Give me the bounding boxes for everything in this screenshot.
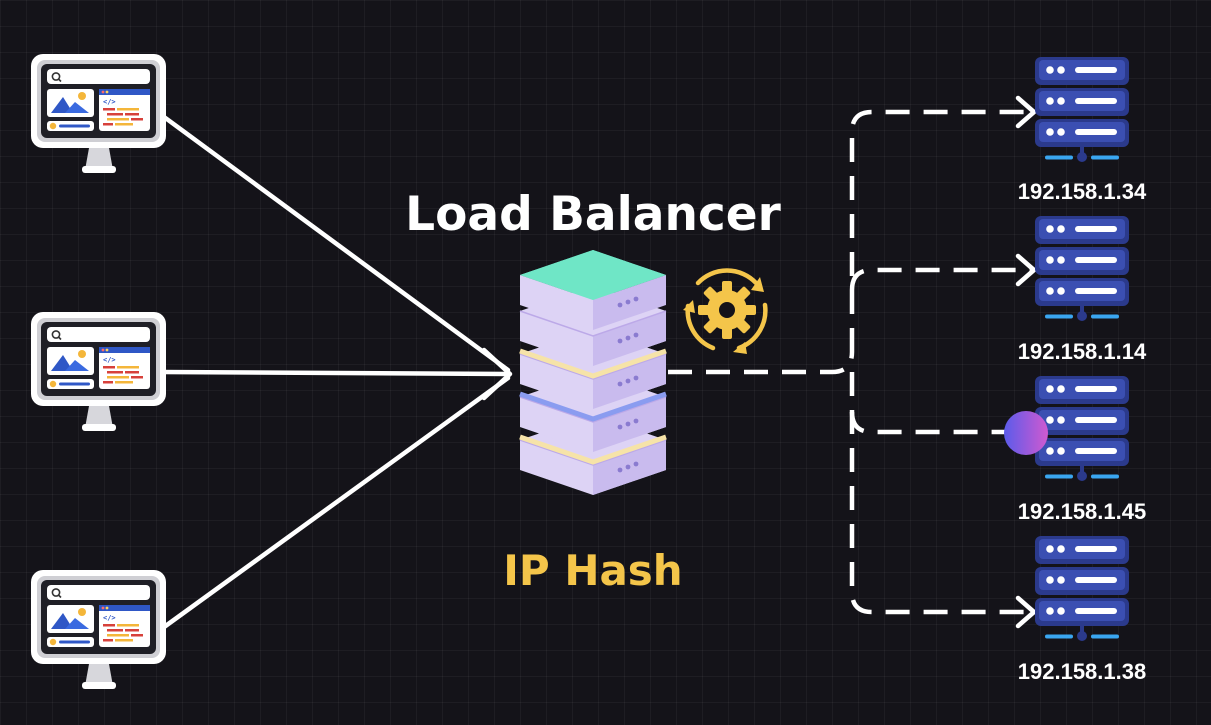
server-ip-label-3: 192.158.1.45 (1018, 499, 1146, 524)
route-arrowheads (1015, 95, 1037, 629)
monitor-browser-icon (30, 53, 167, 174)
server-4 (1035, 536, 1129, 641)
server-routes (668, 109, 1034, 615)
server-ip-label-1: 192.158.1.34 (1018, 179, 1147, 204)
server-rack-icon (1035, 536, 1129, 641)
client-monitor-3 (30, 569, 167, 690)
gear-sync-icon (683, 268, 768, 354)
algorithm-label: IP Hash (503, 546, 682, 595)
diagram-title: Load Balancer (405, 187, 782, 242)
server-3 (1035, 376, 1129, 481)
client-monitor-1 (30, 53, 167, 174)
server-rack-icon (1035, 216, 1129, 321)
server-rack-icon (1035, 57, 1129, 162)
server-rack-icon (1035, 376, 1129, 481)
server-ip-label-4: 192.158.1.38 (1018, 659, 1146, 684)
monitor-browser-icon (30, 569, 167, 690)
request-dot (1004, 411, 1048, 455)
server-2 (1035, 216, 1129, 321)
monitor-browser-icon (30, 311, 167, 432)
load-balancer-icon (519, 250, 667, 496)
server-ip-label-2: 192.158.1.14 (1018, 339, 1147, 364)
server-1 (1035, 57, 1129, 162)
client-connectors (157, 111, 513, 633)
client-monitor-2 (30, 311, 167, 432)
